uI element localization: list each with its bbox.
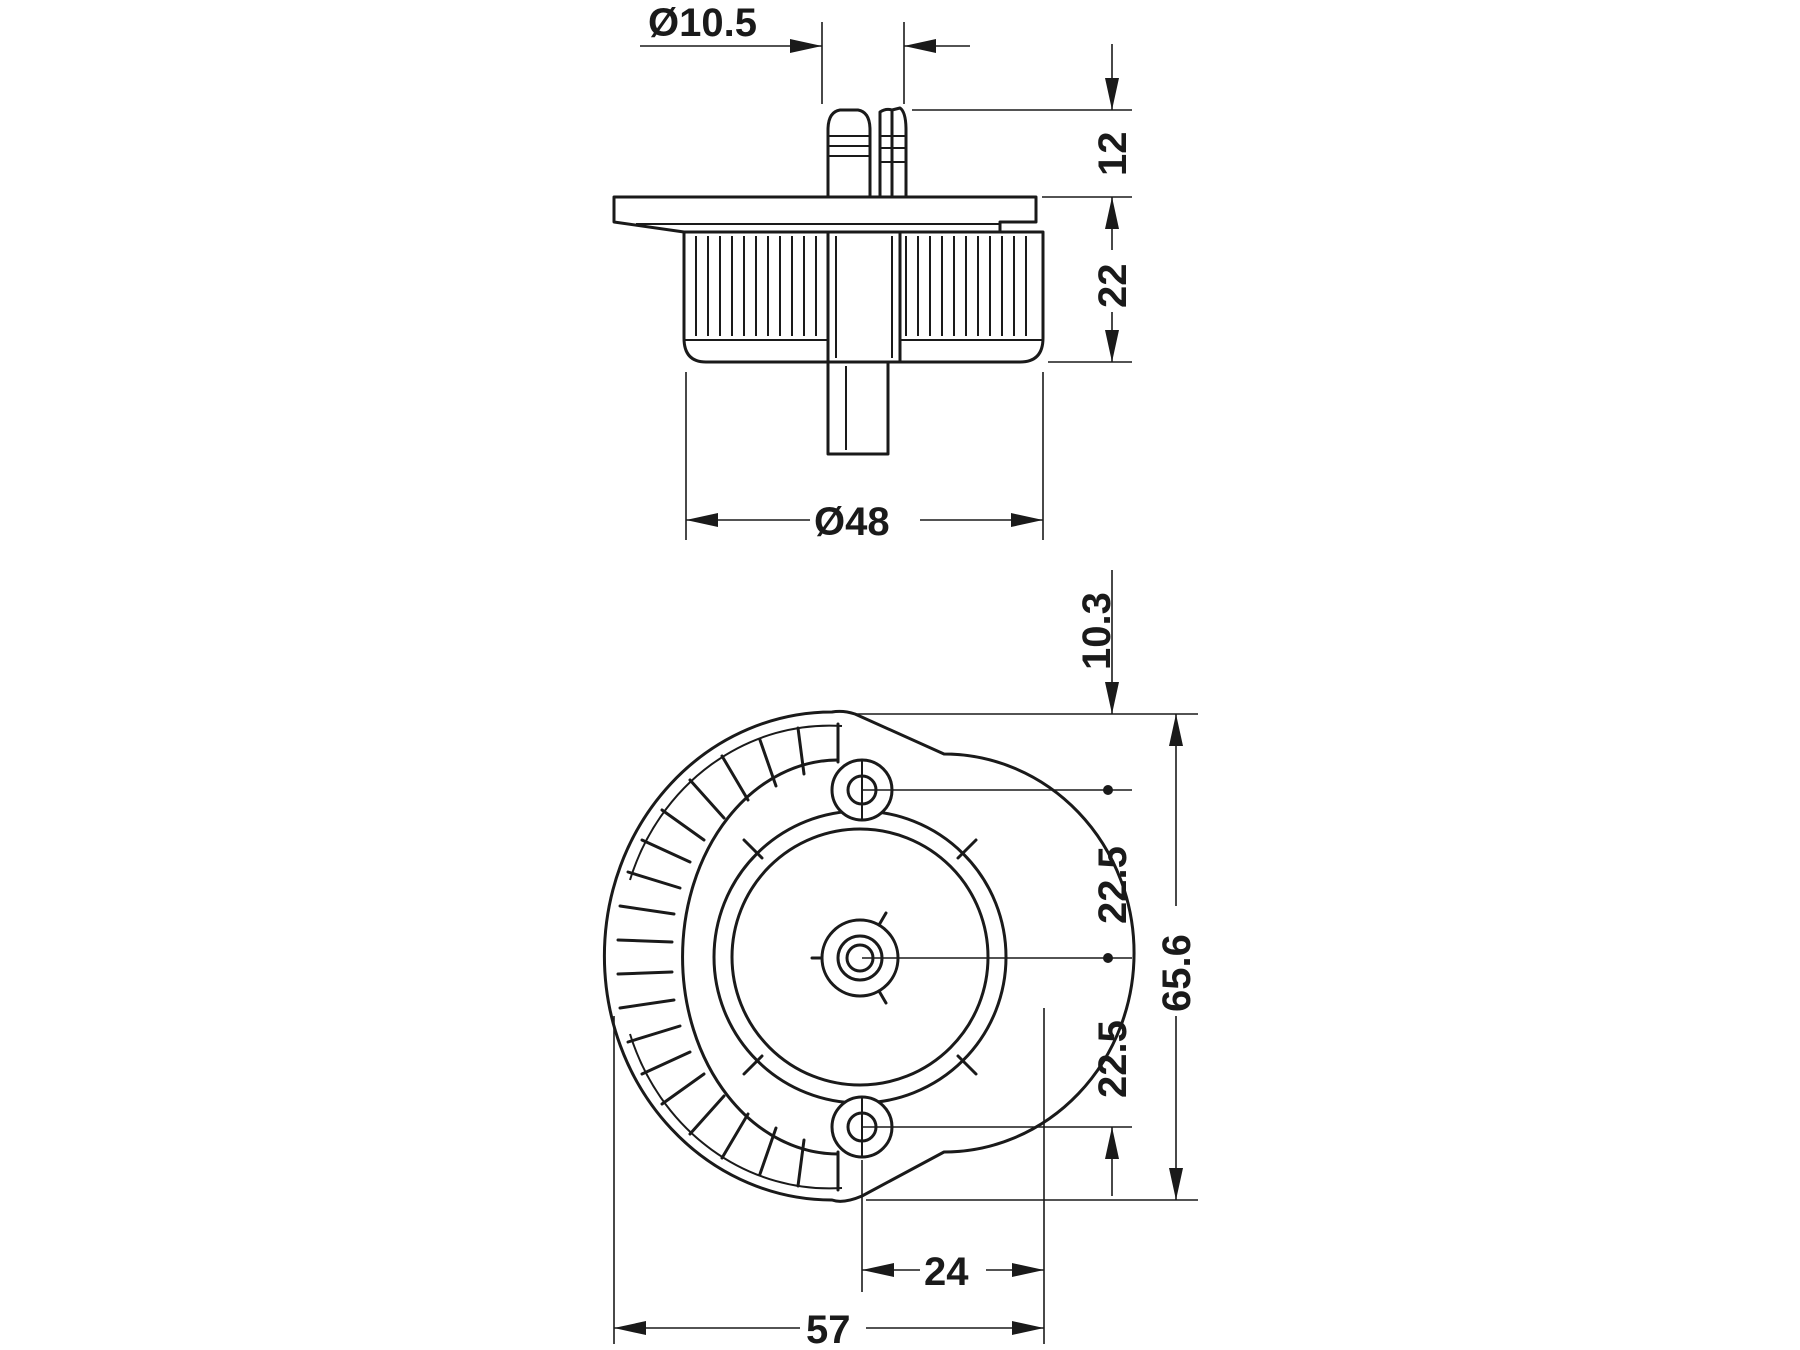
dim-pin-height-label: 12 — [1091, 132, 1135, 177]
side-view-top-pin — [826, 106, 908, 199]
dim-body-height: 22 — [1048, 197, 1135, 363]
side-view-bottom-pin — [826, 360, 890, 456]
dim-body-diameter: Ø48 — [685, 372, 1044, 544]
dim-total-height: 65.6 — [866, 714, 1199, 1201]
dim-upper-spacing: 22.5 — [1091, 846, 1135, 924]
dim-total-height-label: 65.6 — [1155, 934, 1199, 1012]
dim-pin-diameter: Ø10.5 — [640, 1, 970, 104]
dim-body-diameter-label: Ø48 — [814, 500, 890, 544]
dim-pin-diameter-label: Ø10.5 — [648, 1, 757, 45]
dim-upper-spacing-label: 22.5 — [1091, 846, 1135, 924]
side-view-sleeve — [826, 230, 902, 364]
top-view-center-hub — [810, 911, 900, 1005]
side-view: Ø10.5 12 22 Ø48 — [612, 1, 1135, 544]
dim-top-offset-label: 10.3 — [1075, 592, 1119, 670]
dim-pin-height: 12 — [912, 44, 1135, 198]
top-view-inner-disc — [730, 827, 990, 1087]
side-view-flange — [612, 195, 1038, 234]
top-view: 10.3 22.5 22.5 65.6 2 — [602, 570, 1199, 1350]
dim-top-offset: 10.3 — [856, 570, 1198, 715]
dim-total-width: 57 — [613, 1016, 1044, 1350]
dim-lower-spacing: 22.5 — [1091, 1020, 1135, 1196]
dim-lower-spacing-label: 22.5 — [1091, 1020, 1135, 1098]
dim-hole-offset: 24 — [861, 1008, 1045, 1344]
dim-body-height-label: 22 — [1091, 264, 1135, 309]
dim-total-width-label: 57 — [806, 1308, 851, 1350]
side-view-ribs — [695, 236, 1027, 336]
top-view-ribs — [616, 722, 843, 1192]
dim-hole-offset-label: 24 — [924, 1250, 969, 1294]
